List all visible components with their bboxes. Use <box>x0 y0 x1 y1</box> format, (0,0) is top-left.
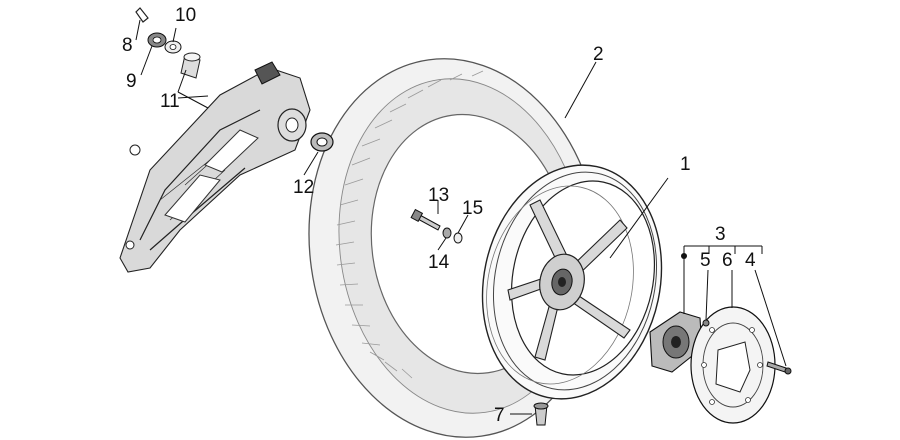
brake-hub-flange <box>649 311 703 373</box>
callout-2: 2 <box>593 44 604 65</box>
swing-arm <box>119 61 311 273</box>
wheel-rim <box>481 164 663 400</box>
leader-lines <box>135 19 787 415</box>
callout-14: 14 <box>428 252 450 273</box>
callout-4: 4 <box>745 250 756 271</box>
callout-8: 8 <box>122 35 133 56</box>
washer-15 <box>453 232 463 244</box>
callout-9: 9 <box>126 71 137 92</box>
washer-10 <box>164 40 182 54</box>
tire-valve <box>533 402 549 426</box>
callout-1: 1 <box>680 154 691 175</box>
cotter-pin <box>135 7 149 23</box>
callout-7: 7 <box>494 405 505 426</box>
callout-15: 15 <box>462 198 483 219</box>
spacer-5 <box>702 319 710 327</box>
callout-12: 12 <box>293 177 314 198</box>
oil-seal <box>310 132 334 152</box>
callout-10: 10 <box>175 5 196 26</box>
callout-13: 13 <box>428 185 449 206</box>
callout-dot <box>681 253 687 259</box>
disc-screw <box>766 361 792 375</box>
wheel-bolt <box>410 208 441 231</box>
brake-disc <box>690 306 776 424</box>
callout-5: 5 <box>700 250 711 271</box>
callout-6: 6 <box>722 250 733 271</box>
callout-11: 11 <box>160 91 180 112</box>
castle-nut <box>147 32 167 48</box>
spacer-bushing <box>180 52 201 79</box>
callout-3: 3 <box>715 224 726 245</box>
washer-14 <box>442 227 452 239</box>
